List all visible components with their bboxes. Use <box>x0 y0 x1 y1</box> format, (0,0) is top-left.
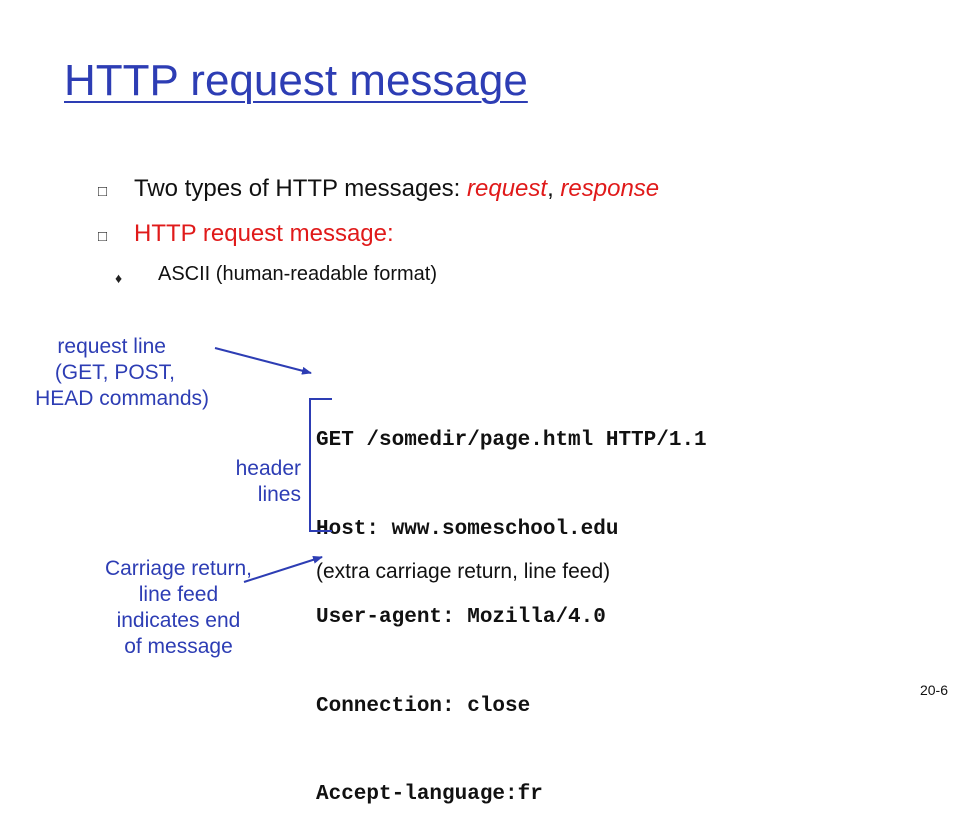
slide-title: HTTP request message <box>64 56 528 105</box>
label-line: Carriage return, <box>104 557 252 580</box>
extra-crlf-line: (extra carriage return, line feed) <box>316 560 611 583</box>
label-line: of message <box>124 635 233 658</box>
label-line: HEAD commands) <box>35 387 209 410</box>
code-line-request: GET /somedir/page.html HTTP/1.1 <box>316 429 707 452</box>
request-term: request <box>467 175 548 202</box>
code-line-user-agent: User-agent: Mozilla/4.0 <box>316 606 606 629</box>
bullet-text: Two types of HTTP messages: request, res… <box>134 175 659 203</box>
bullet-separator: , <box>547 175 561 202</box>
bullet-text: HTTP request message: <box>134 220 394 247</box>
bullet-request-message: □ HTTP request message: <box>98 220 394 248</box>
bullet-prefix: Two types of HTTP messages: <box>134 175 468 202</box>
header-lines-label: header lines <box>236 456 301 508</box>
request-line-arrow <box>214 347 312 375</box>
diamond-bullet-icon: ♦ <box>115 270 123 286</box>
crlf-label: Carriage return, line feed indicates end… <box>105 556 252 660</box>
square-bullet-icon: □ <box>98 183 108 200</box>
header-lines-bracket <box>309 398 332 532</box>
label-line: header <box>235 457 301 480</box>
sub-bullet-ascii: ASCII (human-readable format) <box>158 263 438 285</box>
bullet-message-types: □ Two types of HTTP messages: request, r… <box>98 175 659 203</box>
label-line: request line <box>57 335 166 358</box>
response-term: response <box>560 175 660 202</box>
code-line-connection: Connection: close <box>316 694 531 718</box>
annotation-overlay <box>214 347 332 583</box>
square-bullet-icon: □ <box>98 228 108 245</box>
code-line-accept-language: Accept-language:fr <box>316 783 543 806</box>
label-line: (GET, POST, <box>54 361 175 384</box>
crlf-arrow <box>243 555 323 583</box>
label-line: lines <box>257 483 301 506</box>
code-line-host: Host: www.someschool.edu <box>316 517 619 541</box>
page-number: 20-6 <box>919 682 948 698</box>
label-line: indicates end <box>116 609 241 632</box>
label-line: line feed <box>138 583 219 606</box>
request-line-label: request line (GET, POST, HEAD commands) <box>35 334 209 412</box>
